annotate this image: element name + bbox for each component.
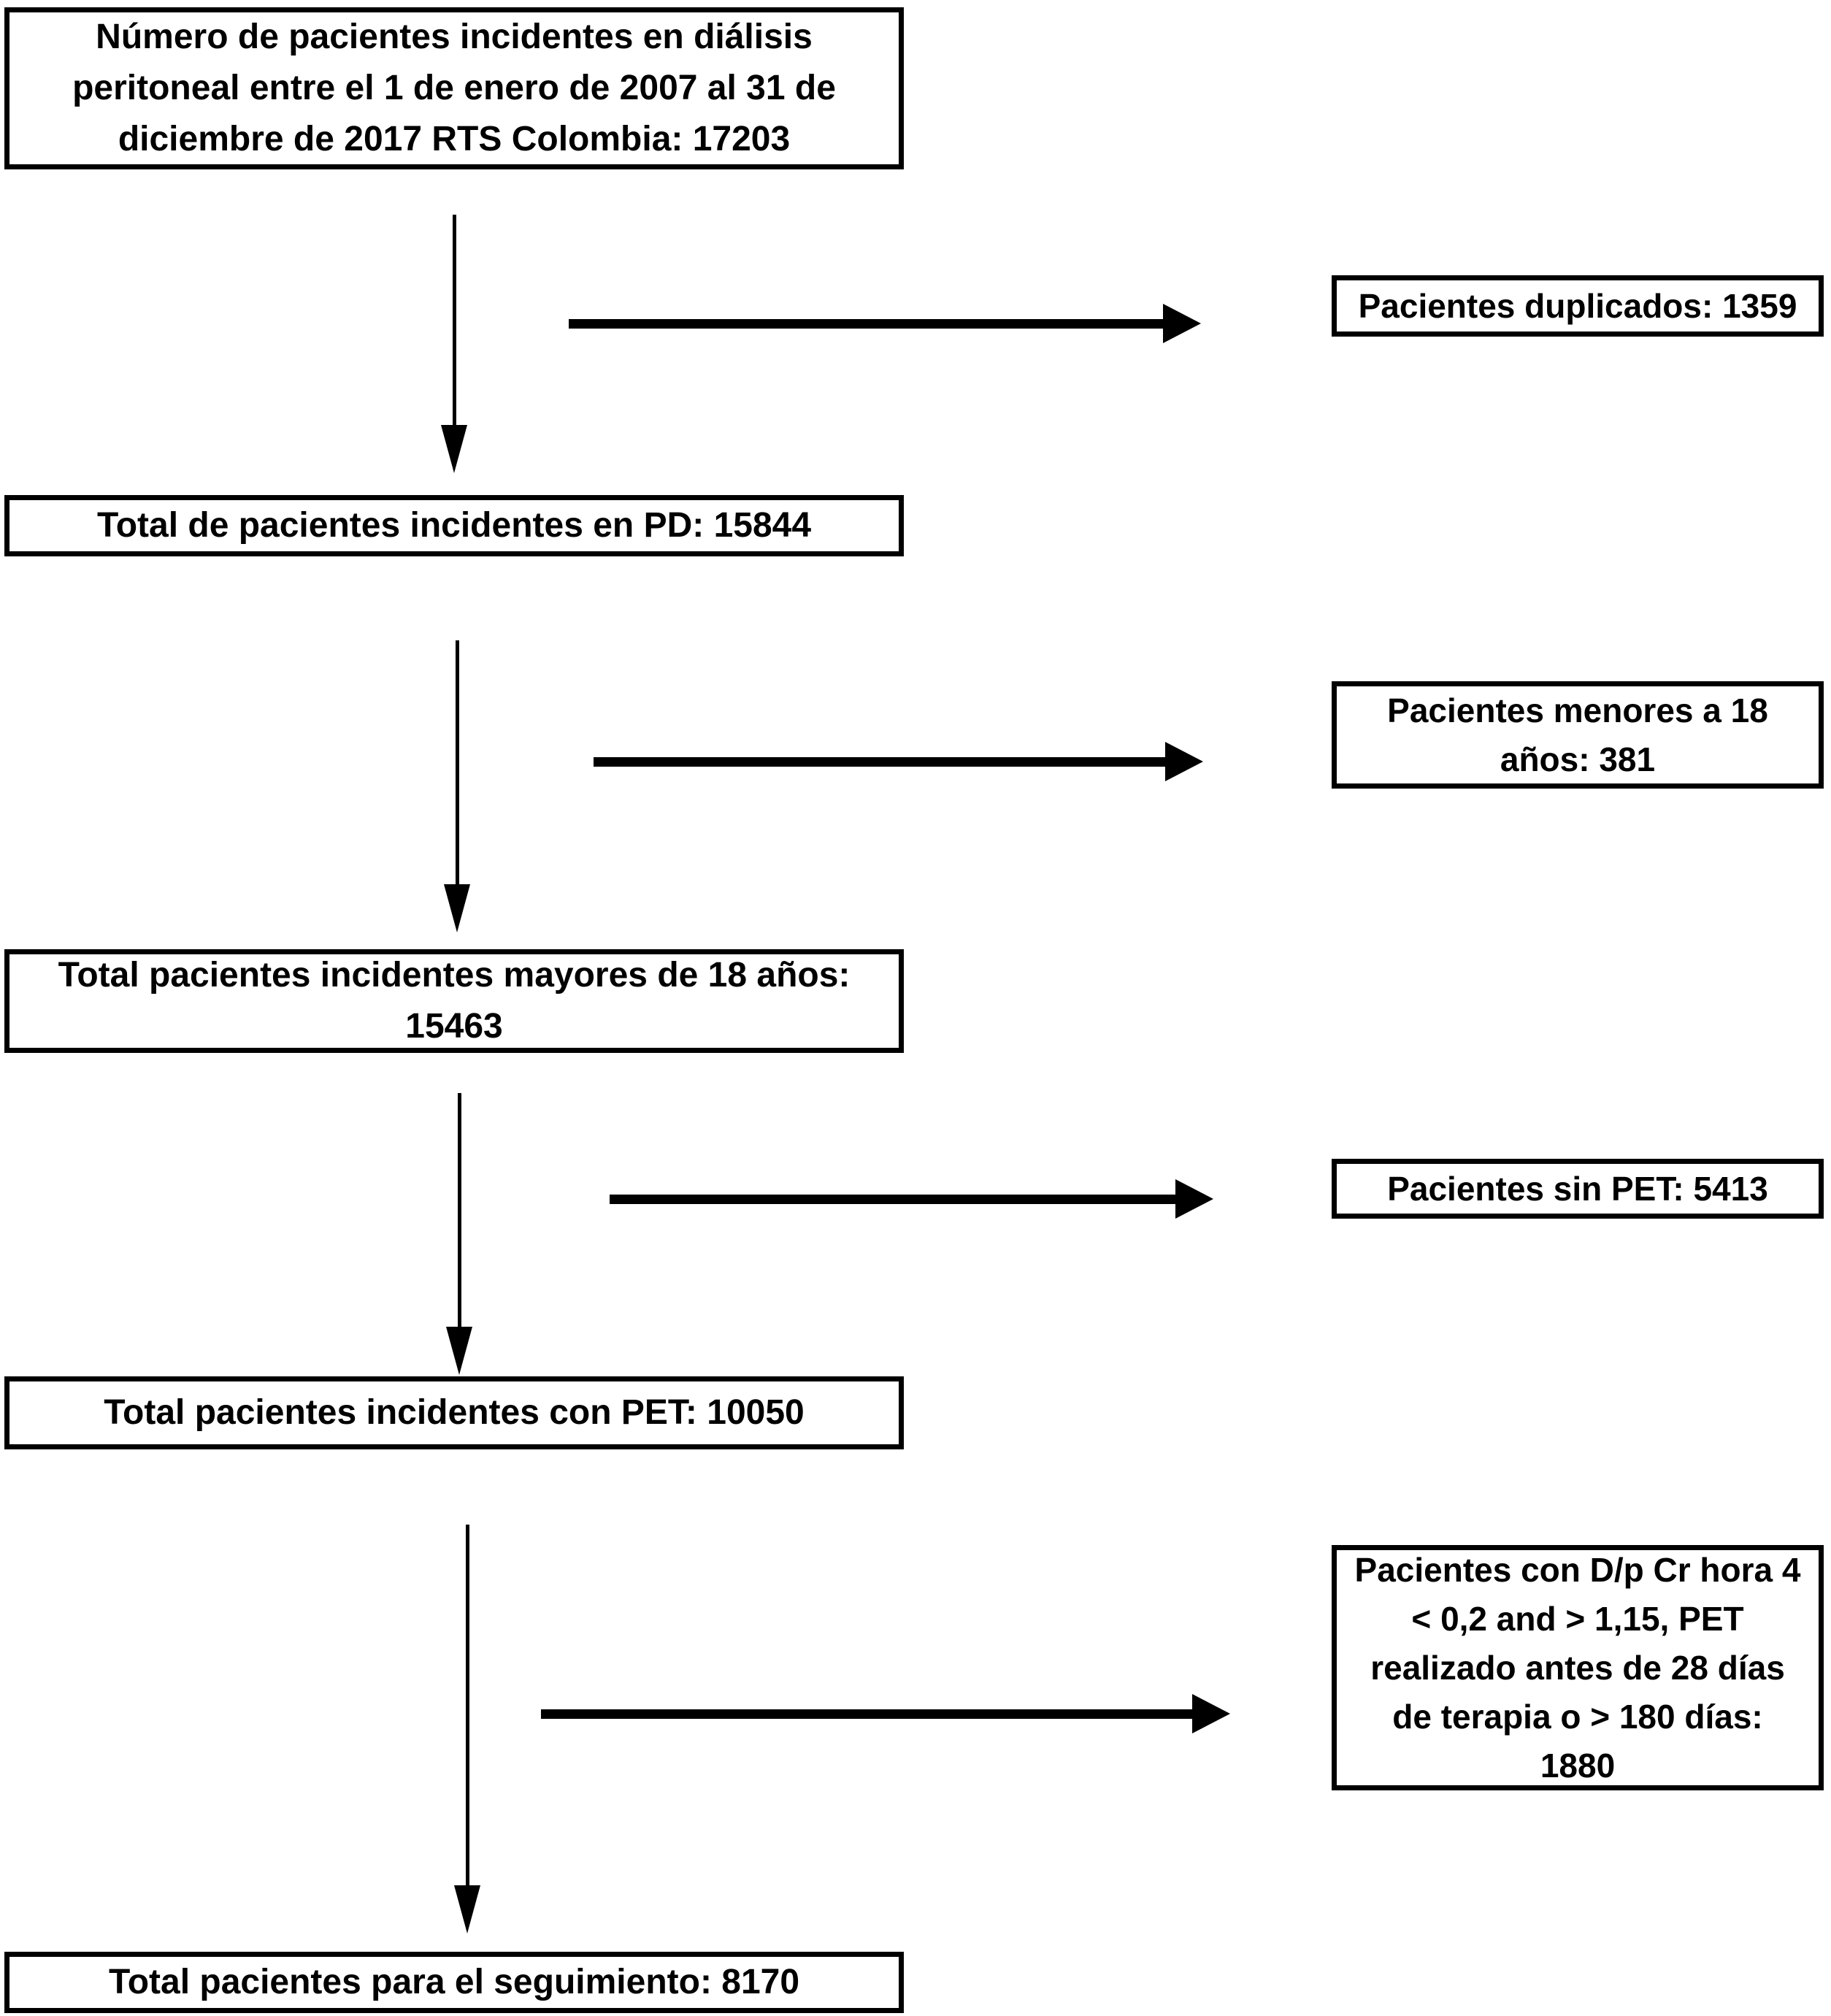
box-total-with-pet: Total pacientes incidentes con PET: 1005… [4, 1376, 904, 1449]
arrow-right-3-icon [610, 1178, 1213, 1219]
box-total-incident-pd-text: Total de pacientes incidentes en PD: 158… [96, 506, 812, 545]
box-total-over-18-text: Total pacientes incidentes mayores de 18… [58, 956, 851, 1046]
arrow-down-4-icon [454, 1525, 480, 1933]
box-total-followup: Total pacientes para el seguimiento: 817… [4, 1952, 904, 2013]
arrow-right-2-icon [594, 741, 1203, 782]
box-excluded-no-pet-text: Pacientes sin PET: 5413 [1387, 1169, 1768, 1208]
arrow-down-4-shaft [465, 1525, 469, 1887]
box-excluded-duplicates-text: Pacientes duplicados: 1359 [1358, 286, 1797, 325]
box-excluded-dp-cr-criteria-text: Pacientes con D/p Cr hora 4 < 0,2 and > … [1354, 1550, 1801, 1785]
arrow-right-4-head [1192, 1694, 1230, 1733]
box-excluded-duplicates: Pacientes duplicados: 1359 [1332, 275, 1824, 337]
arrow-down-1-icon [441, 215, 467, 473]
arrow-down-3-head [446, 1327, 472, 1375]
box-total-with-pet-text: Total pacientes incidentes con PET: 1005… [104, 1393, 805, 1432]
arrow-right-2-shaft [594, 756, 1167, 767]
arrow-right-3-head [1175, 1179, 1213, 1219]
box-total-over-18: Total pacientes incidentes mayores de 18… [4, 949, 904, 1053]
arrow-right-4-icon [541, 1693, 1230, 1734]
arrow-down-1-shaft [452, 215, 456, 426]
box-excluded-no-pet: Pacientes sin PET: 5413 [1332, 1159, 1824, 1219]
arrow-down-1-head [441, 425, 467, 473]
arrow-down-3-shaft [457, 1093, 461, 1328]
arrow-right-1-head [1163, 304, 1201, 343]
arrow-right-2-head [1165, 742, 1203, 781]
arrow-down-3-icon [446, 1093, 472, 1375]
arrow-right-4-shaft [541, 1709, 1194, 1719]
box-excluded-under-18: Pacientes menores a 18 años: 381 [1332, 681, 1824, 789]
arrow-right-1-shaft [569, 318, 1164, 329]
box-incident-dialysis-2007-2017: Número de pacientes incidentes en diális… [4, 7, 904, 169]
arrow-down-4-head [454, 1885, 480, 1933]
box-total-followup-text: Total pacientes para el seguimiento: 817… [108, 1963, 800, 2001]
arrow-right-3-shaft [610, 1194, 1177, 1204]
box-incident-dialysis-2007-2017-text: Número de pacientes incidentes en diális… [72, 18, 836, 158]
arrow-down-2-icon [444, 640, 470, 932]
arrow-right-1-icon [569, 303, 1201, 344]
box-excluded-dp-cr-criteria: Pacientes con D/p Cr hora 4 < 0,2 and > … [1332, 1545, 1824, 1790]
box-excluded-under-18-text: Pacientes menores a 18 años: 381 [1387, 691, 1768, 778]
box-total-incident-pd: Total de pacientes incidentes en PD: 158… [4, 495, 904, 556]
arrow-down-2-shaft [455, 640, 459, 886]
arrow-down-2-head [444, 884, 470, 932]
